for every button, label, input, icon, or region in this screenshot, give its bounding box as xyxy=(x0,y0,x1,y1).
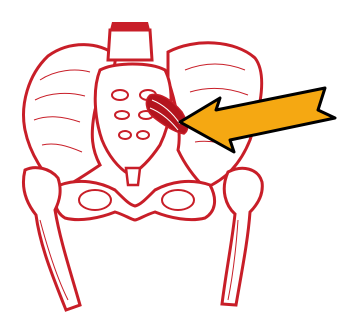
femur-right xyxy=(222,168,262,305)
left-obturator-foramen xyxy=(79,190,111,210)
coccyx xyxy=(126,168,140,185)
right-obturator-foramen xyxy=(162,190,194,210)
vertebra-top xyxy=(110,22,150,30)
lumbar-vertebra xyxy=(108,30,152,60)
